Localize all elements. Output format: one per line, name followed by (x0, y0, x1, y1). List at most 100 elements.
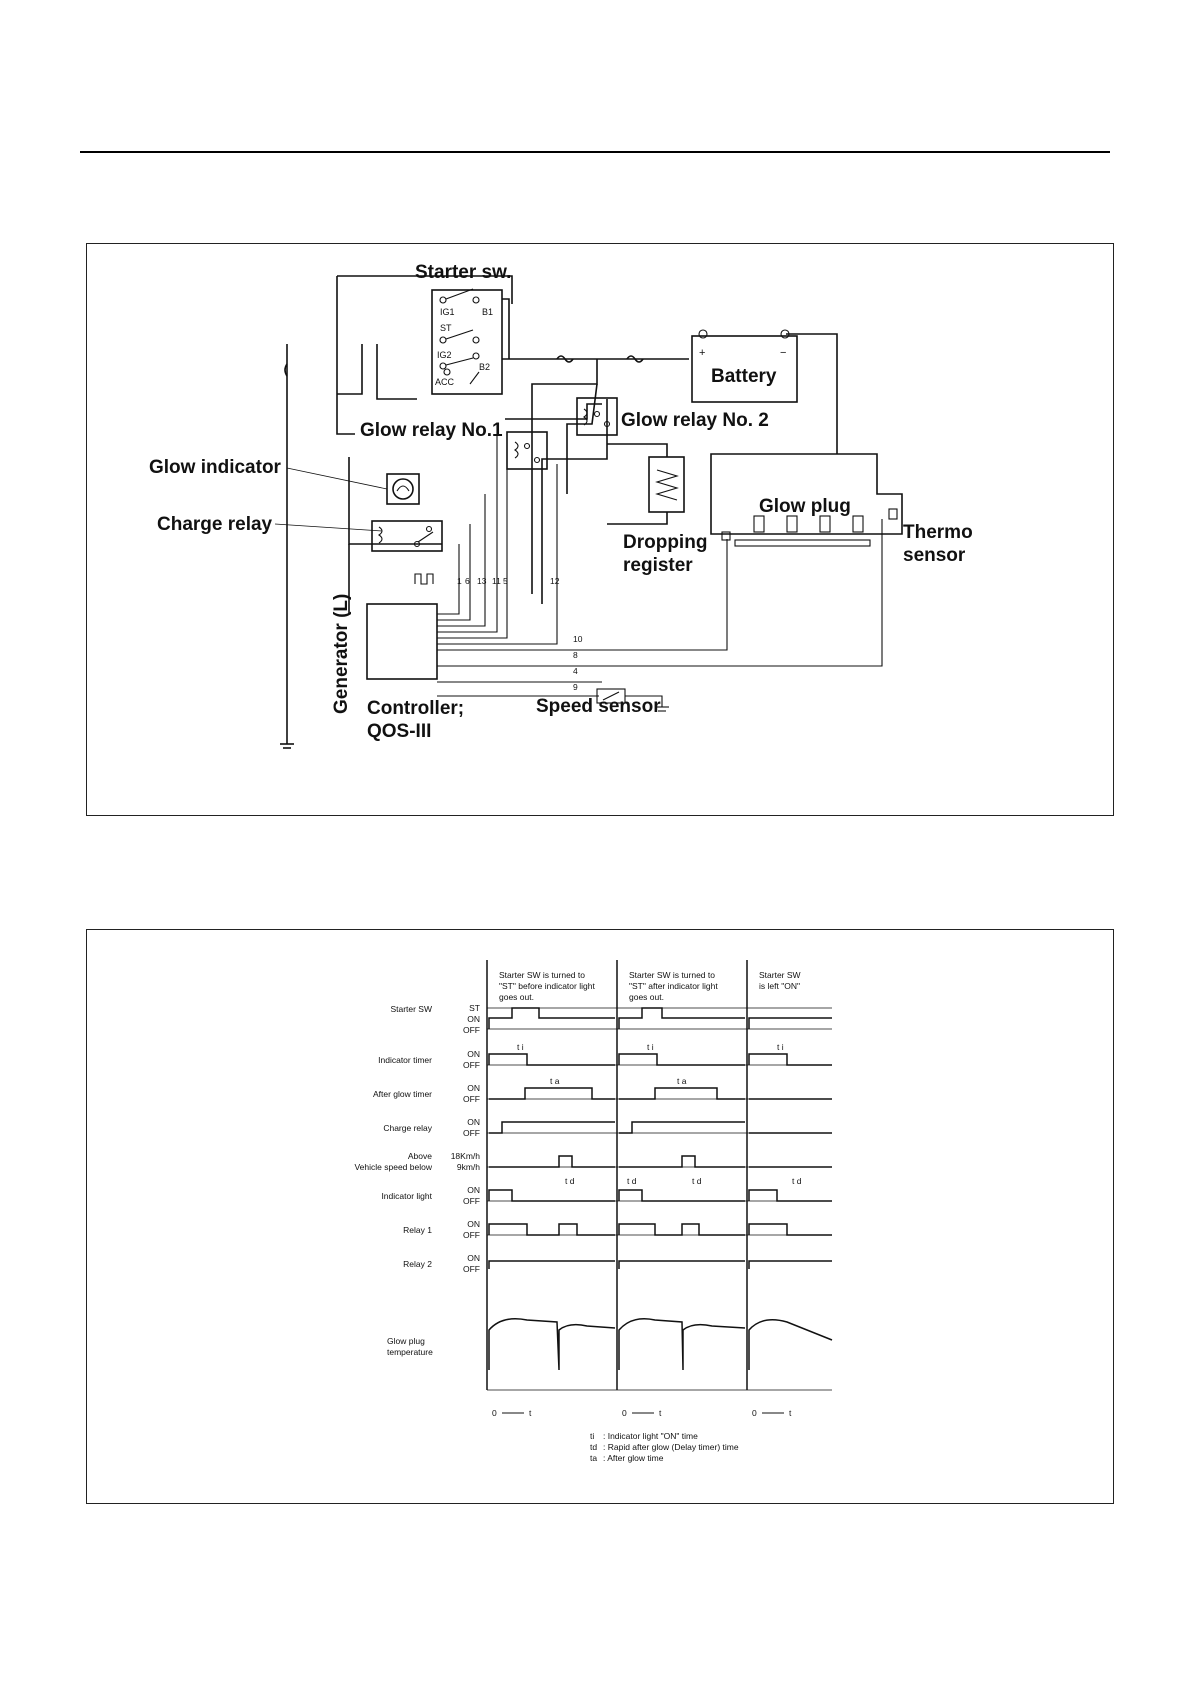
thermo-sensor-label-1: Thermo (903, 522, 973, 543)
battery-minus: − (780, 347, 786, 359)
glow-relay-1-label: Glow relay No.1 (360, 420, 503, 441)
col1-header-3: goes out. (499, 992, 534, 1002)
td-mark-3: t d (692, 1176, 702, 1186)
battery-label: Battery (711, 366, 777, 387)
td-mark-4: t d (792, 1176, 802, 1186)
battery-plus: + (699, 347, 705, 359)
row-relay-1: Relay 1 (403, 1225, 432, 1235)
pin-4: 4 (573, 666, 578, 676)
speed-9: 9km/h (457, 1162, 480, 1172)
glow-plug-label: Glow plug (759, 496, 851, 517)
header-rule (80, 151, 1110, 153)
legend-td-abbr: td (590, 1442, 597, 1452)
starter-off: OFF (463, 1025, 480, 1035)
axis-t-3: t (789, 1408, 792, 1418)
col2-header-1: Starter SW is turned to (629, 970, 715, 980)
charge-relay-label: Charge relay (157, 514, 273, 535)
ind-light-off: OFF (463, 1196, 480, 1206)
relay2-on: ON (467, 1253, 480, 1263)
row-vehicle-speed-above: Above (408, 1151, 432, 1161)
timing-chart-panel: Starter SW is turned to "ST" before indi… (86, 929, 1114, 1504)
legend-ti-abbr: ti (590, 1431, 594, 1441)
starter-switch-box (431, 289, 503, 395)
col2-header-3: goes out. (629, 992, 664, 1002)
b2-label: B2 (479, 362, 490, 372)
starter-switch-label: Starter sw. (415, 262, 511, 283)
row-charge-relay: Charge relay (383, 1123, 432, 1133)
controller-label-1: Controller; (367, 698, 464, 719)
glow-relay-2-box (576, 397, 618, 436)
relay1-off: OFF (463, 1230, 480, 1240)
axis-t-2: t (659, 1408, 662, 1418)
col3-header-2: is left "ON" (759, 981, 800, 991)
starter-on: ON (467, 1014, 480, 1024)
charge-off: OFF (463, 1128, 480, 1138)
td-mark-1: t d (565, 1176, 575, 1186)
row-glow-temp-1: Glow plug (387, 1336, 425, 1346)
controller-box (366, 603, 438, 680)
ta-mark-1: t a (550, 1076, 560, 1086)
dropping-register-label-2: register (623, 555, 693, 576)
col1-header-1: Starter SW is turned to (499, 970, 585, 980)
b1-label: B1 (482, 307, 493, 317)
pin-12: 12 (550, 576, 560, 586)
col1-header-2: "ST" before indicator light (499, 981, 595, 991)
ta-mark-2: t a (677, 1076, 687, 1086)
glow-indicator-label: Glow indicator (149, 457, 282, 478)
glow-relay-1-box (506, 431, 548, 470)
row-indicator-light: Indicator light (381, 1191, 432, 1201)
wiring-diagram: Starter sw. IG1 B1 ST IG2 ACC B2 + − Bat… (149, 262, 973, 749)
row-starter-sw: Starter SW (390, 1004, 432, 1014)
ti-mark-1: t i (517, 1042, 524, 1052)
speed-sensor-label: Speed sensor (536, 696, 661, 717)
ag-timer-on: ON (467, 1083, 480, 1093)
glow-relay-2-label: Glow relay No. 2 (621, 410, 769, 431)
charge-on: ON (467, 1117, 480, 1127)
ind-timer-on: ON (467, 1049, 480, 1059)
pin-6: 6 (465, 576, 470, 586)
thermo-sensor-label-2: sensor (903, 545, 966, 566)
generator-label: Generator (L) (331, 594, 352, 714)
battery-box (691, 335, 798, 403)
row-indicator-timer: Indicator timer (378, 1055, 432, 1065)
row-relay-2: Relay 2 (403, 1259, 432, 1269)
axis-zero-2: 0 (622, 1408, 627, 1418)
axis-zero-3: 0 (752, 1408, 757, 1418)
row-after-glow-timer: After glow timer (373, 1089, 432, 1099)
ig2-label: IG2 (437, 350, 452, 360)
starter-st: ST (469, 1003, 480, 1013)
row-glow-temp-2: temperature (387, 1347, 433, 1357)
pin-13: 13 (477, 576, 487, 586)
td-mark-2: t d (627, 1176, 637, 1186)
pin-10: 10 (573, 634, 583, 644)
legend-td-desc: : Rapid after glow (Delay timer) time (603, 1442, 739, 1452)
relay1-on: ON (467, 1219, 480, 1229)
col2-header-2: "ST" after indicator light (629, 981, 718, 991)
timing-chart: Starter SW is turned to "ST" before indi… (354, 960, 833, 1463)
relay2-off: OFF (463, 1264, 480, 1274)
pin-8: 8 (573, 650, 578, 660)
axis-zero-1: 0 (492, 1408, 497, 1418)
ti-mark-2: t i (647, 1042, 654, 1052)
glow-plug-box (710, 453, 903, 535)
legend-ta-desc: : After glow time (603, 1453, 664, 1463)
row-vehicle-speed-below: Vehicle speed below (354, 1162, 432, 1172)
legend-ta-abbr: ta (590, 1453, 597, 1463)
st-label: ST (440, 323, 452, 333)
acc-label: ACC (435, 377, 455, 387)
legend-ti-desc: : Indicator light "ON" time (603, 1431, 698, 1441)
dropping-register-label-1: Dropping (623, 532, 707, 553)
ind-timer-off: OFF (463, 1060, 480, 1070)
ag-timer-off: OFF (463, 1094, 480, 1104)
axis-t-1: t (529, 1408, 532, 1418)
pin-9: 9 (573, 682, 578, 692)
speed-18: 18Km/h (451, 1151, 481, 1161)
ind-light-on: ON (467, 1185, 480, 1195)
ig1-label: IG1 (440, 307, 455, 317)
ti-mark-3: t i (777, 1042, 784, 1052)
pin-5: 5 (503, 576, 508, 586)
wiring-diagram-panel: Starter sw. IG1 B1 ST IG2 ACC B2 + − Bat… (86, 243, 1114, 816)
col3-header-1: Starter SW (759, 970, 801, 980)
controller-label-2: QOS-III (367, 721, 431, 742)
charge-relay-box (371, 520, 443, 552)
